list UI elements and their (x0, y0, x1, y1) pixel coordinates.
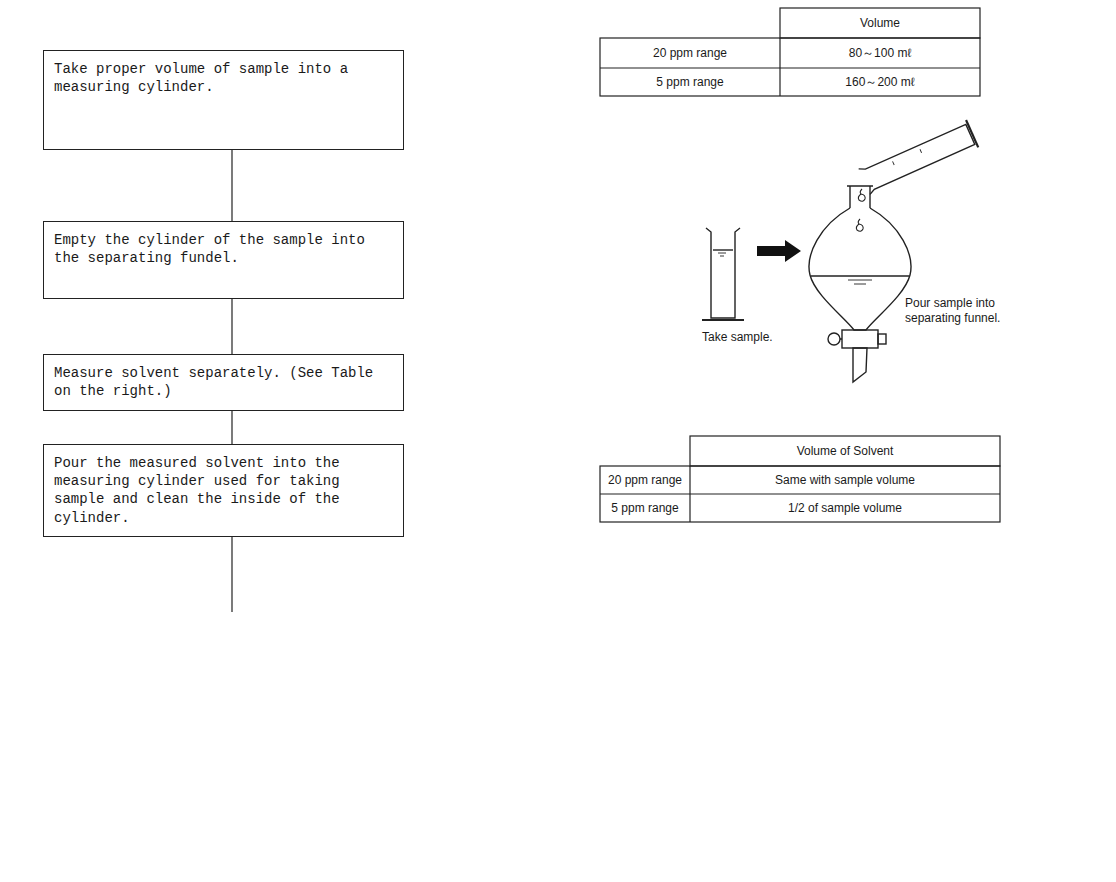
flow-line (231, 526, 232, 612)
table-cell: 5 ppm range (600, 494, 690, 522)
figure-caption: Pour sample into separating funnel. (905, 296, 1035, 354)
label-text: 20 ppm range (608, 473, 682, 488)
process-box: Empty the cylinder of the sample into th… (43, 221, 404, 299)
flow-line (231, 150, 232, 221)
table-grid (600, 8, 980, 96)
table-cell: 20 ppm range (600, 466, 690, 494)
pouring-cylinder (858, 120, 978, 195)
separating-funnel (809, 186, 911, 382)
label-text: 20 ppm range (653, 46, 727, 61)
table-cell: 1/2 of sample volume (690, 494, 1000, 522)
table-cell: 160～200 mℓ (780, 68, 980, 96)
label-text: Same with sample volume (775, 473, 915, 488)
process-box: Pour the measured solvent into the measu… (43, 444, 404, 537)
label-text: Volume of Solvent (797, 444, 894, 459)
step-text: Pour the measured solvent into the measu… (54, 454, 393, 527)
flow-line (231, 411, 232, 444)
process-box: Measure solvent separately. (See Table o… (43, 354, 404, 411)
table-cell: Same with sample volume (690, 466, 1000, 494)
step-text: Measure solvent separately. (See Table o… (54, 364, 393, 400)
label-text: 1/2 of sample volume (788, 501, 902, 516)
label-text: 5 ppm range (611, 501, 678, 516)
label-text: 5 ppm range (656, 75, 723, 90)
flow-line (231, 299, 232, 354)
label-text: 160～200 mℓ (845, 75, 914, 90)
label-text: Pour sample into separating funnel. (905, 296, 1035, 326)
process-box: Take proper volume of sample into a meas… (43, 50, 404, 150)
step-text: Empty the cylinder of the sample into th… (54, 231, 393, 267)
step-text: Take proper volume of sample into a meas… (54, 60, 393, 96)
table-grid (600, 436, 1000, 522)
figure-caption: Take sample. (702, 330, 792, 366)
table-cell: 20 ppm range (600, 38, 780, 68)
table-cell: 5 ppm range (600, 68, 780, 96)
process-arrow (757, 240, 801, 262)
label-text: 80～100 mℓ (849, 46, 912, 61)
table-header: Volume (780, 8, 980, 38)
table-cell: 80～100 mℓ (780, 38, 980, 68)
label-text: Volume (860, 16, 900, 31)
liquid-drop (856, 189, 865, 231)
label-text: Take sample. (702, 330, 773, 345)
measuring-cylinder (702, 228, 744, 320)
table-header: Volume of Solvent (690, 436, 1000, 466)
